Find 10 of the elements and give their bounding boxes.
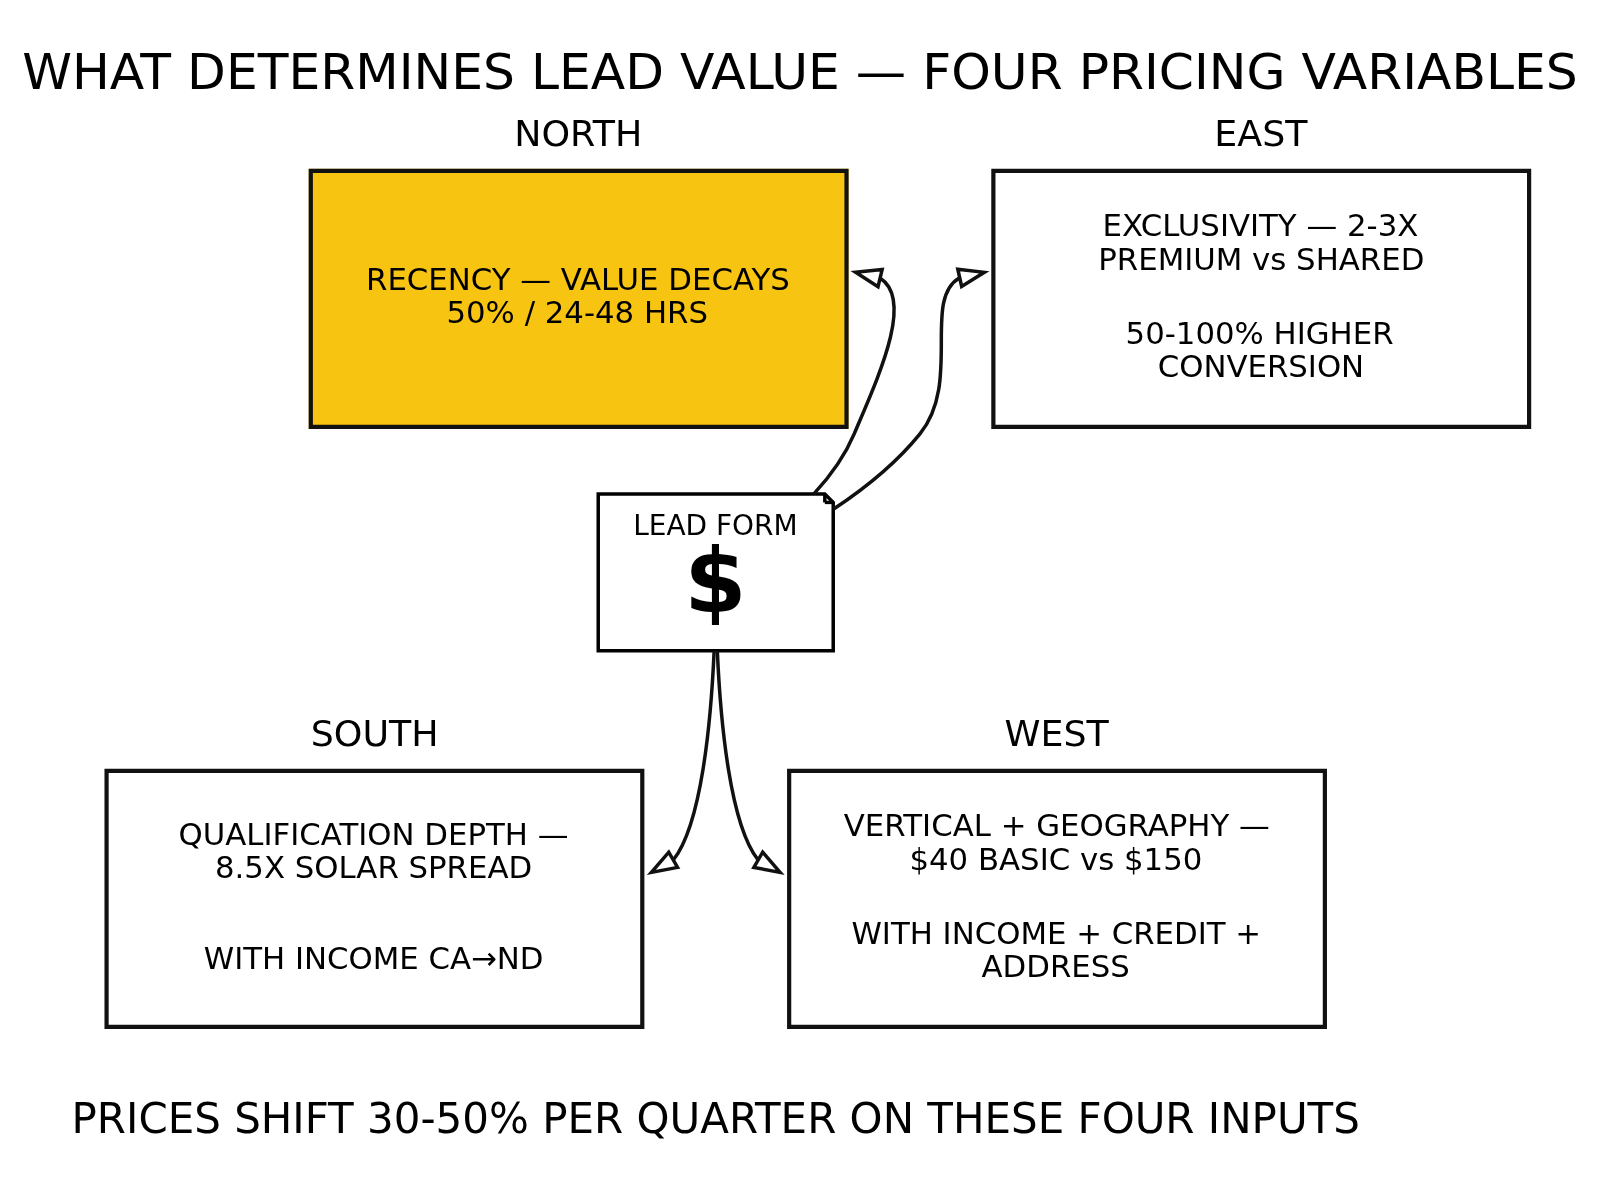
node-label: SOUTH [310, 712, 439, 756]
arrow [832, 267, 990, 511]
caption: PRICES SHIFT 30-50% PER QUARTER ON THESE FOUR INPUTS [71, 1094, 1360, 1144]
diagram-title: WHAT DETERMINES LEAD VALUE — FOUR PRICING VARIABLES [22, 42, 1578, 102]
node-label: EAST [1214, 112, 1308, 156]
arrow [812, 267, 896, 496]
node-label: WEST [1004, 712, 1109, 756]
arrow [715, 650, 785, 875]
node-label: NORTH [514, 112, 643, 156]
arrow [646, 650, 716, 875]
